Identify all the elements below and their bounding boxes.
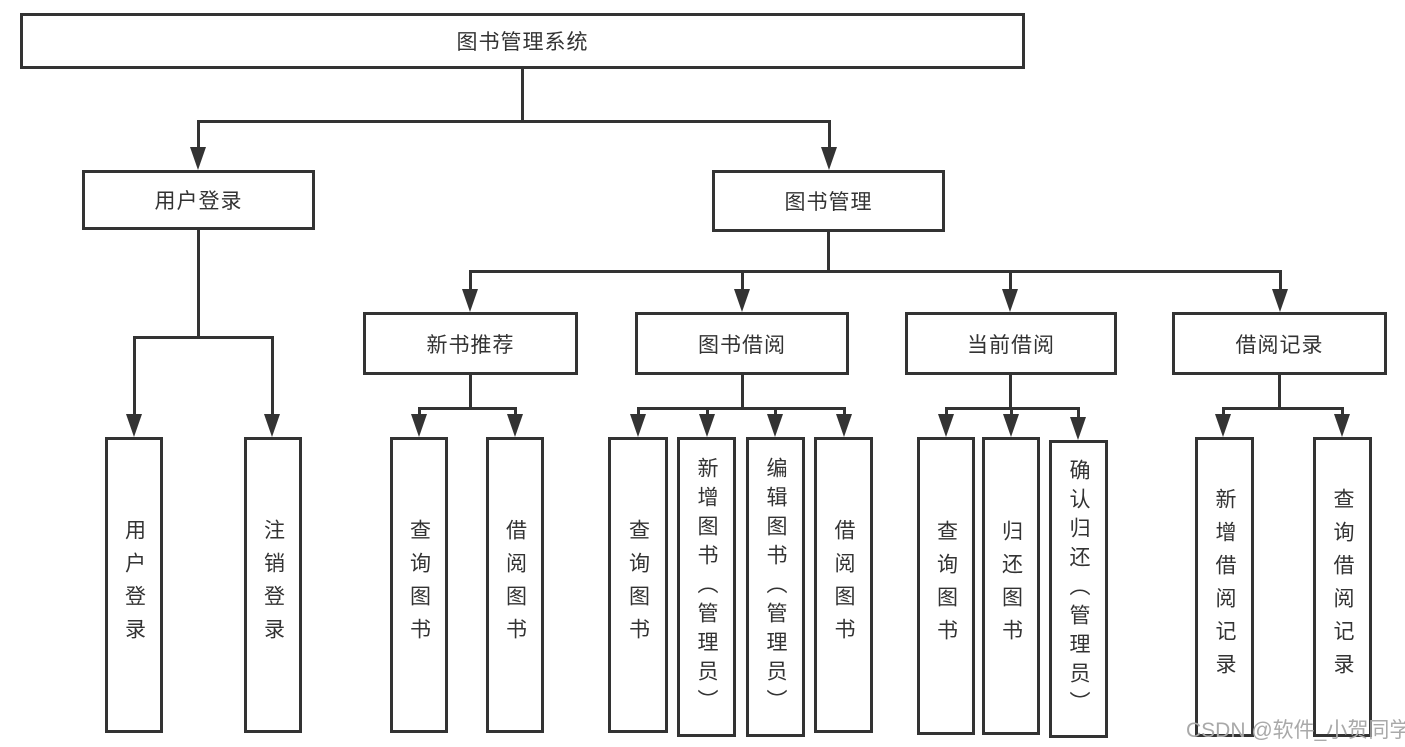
leaf-query-books-recommend: 查询图书 — [390, 437, 448, 733]
connector-line — [197, 120, 831, 123]
connector-line — [741, 375, 744, 407]
connector-line — [1009, 375, 1012, 407]
node-label: 借阅记录 — [1235, 333, 1324, 357]
node-book-management: 图书管理 — [712, 170, 945, 232]
arrow-down-icon — [699, 414, 715, 437]
connector-line — [469, 270, 472, 292]
node-label: 查询图书 — [407, 519, 431, 651]
connector-line — [469, 270, 1282, 273]
leaf-logout: 注销登录 — [244, 437, 302, 733]
node-label: 注销登录 — [261, 519, 285, 651]
connector-line — [1222, 407, 1225, 417]
connector-line — [637, 407, 640, 417]
csdn-watermark: CSDN @软件_小贺同学 — [1186, 719, 1405, 742]
node-label: 借阅图书 — [832, 519, 855, 651]
node-label: 查询图书 — [934, 520, 958, 652]
node-label: 归还图书 — [999, 520, 1023, 652]
connector-line — [828, 120, 831, 150]
connector-line — [197, 230, 200, 336]
arrow-down-icon — [411, 414, 427, 437]
leaf-confirm-return-admin: 确认归还（管理员） — [1049, 440, 1108, 738]
connector-line — [1077, 407, 1080, 417]
connector-line — [271, 336, 274, 415]
leaf-user-login: 用户登录 — [105, 437, 163, 733]
connector-line — [133, 336, 136, 415]
connector-line — [741, 270, 744, 292]
connector-line — [827, 232, 830, 270]
node-label: 查询图书 — [626, 519, 650, 651]
node-new-book-recommend: 新书推荐 — [363, 312, 578, 375]
node-label: 图书管理系统 — [456, 31, 589, 54]
node-borrowing-records: 借阅记录 — [1172, 312, 1387, 375]
connector-line — [774, 407, 777, 417]
arrow-down-icon — [1215, 414, 1231, 437]
node-current-borrowing: 当前借阅 — [905, 312, 1117, 375]
node-label: 新书推荐 — [426, 333, 515, 357]
connector-line — [1222, 407, 1343, 410]
arrow-down-icon — [1070, 417, 1086, 440]
node-label: 图书借阅 — [698, 333, 786, 357]
arrow-down-icon — [734, 289, 750, 312]
leaf-borrow-books: 借阅图书 — [814, 437, 873, 733]
node-label: 用户登录 — [154, 190, 243, 213]
arrow-down-icon — [630, 414, 646, 437]
arrow-down-icon — [264, 414, 280, 437]
connector-line — [945, 407, 948, 417]
leaf-borrow-books-recommend: 借阅图书 — [486, 437, 544, 733]
arrow-down-icon — [1272, 289, 1288, 312]
node-library-management-system: 图书管理系统 — [20, 13, 1025, 69]
arrow-down-icon — [836, 414, 852, 437]
connector-line — [418, 407, 516, 410]
connector-line — [469, 375, 472, 407]
arrow-down-icon — [767, 414, 783, 437]
arrow-down-icon — [1003, 414, 1019, 437]
connector-line — [1278, 375, 1281, 407]
node-label: 用户登录 — [122, 519, 146, 651]
node-label: 查询借阅记录 — [1331, 488, 1354, 686]
leaf-edit-book-admin: 编辑图书（管理员） — [746, 437, 805, 737]
node-label: 新增借阅记录 — [1213, 488, 1236, 686]
connector-line — [706, 407, 709, 417]
node-user-login: 用户登录 — [82, 170, 315, 230]
node-label: 编辑图书（管理员） — [764, 456, 787, 718]
arrow-down-icon — [126, 414, 142, 437]
node-label: 图书管理 — [784, 191, 873, 214]
connector-line — [1279, 270, 1282, 292]
connector-line — [843, 407, 846, 417]
connector-line — [418, 407, 421, 417]
node-book-borrowing: 图书借阅 — [635, 312, 849, 375]
connector-line — [1009, 270, 1012, 292]
arrow-down-icon — [190, 147, 206, 170]
connector-line — [133, 336, 274, 339]
connector-line — [514, 407, 517, 417]
node-label: 当前借阅 — [967, 333, 1055, 357]
node-label: 借阅图书 — [503, 519, 527, 651]
connector-line — [197, 120, 200, 150]
arrow-down-icon — [507, 414, 523, 437]
leaf-query-borrow-record: 查询借阅记录 — [1313, 437, 1372, 737]
connector-line — [1010, 407, 1013, 417]
arrow-down-icon — [821, 147, 837, 170]
arrow-down-icon — [938, 414, 954, 437]
connector-line — [637, 407, 845, 410]
connector-line — [521, 69, 524, 120]
leaf-query-books-borrowing: 查询图书 — [608, 437, 668, 733]
leaf-add-borrow-record: 新增借阅记录 — [1195, 437, 1254, 737]
arrow-down-icon — [462, 289, 478, 312]
node-label: 新增图书（管理员） — [695, 456, 718, 718]
connector-line — [1341, 407, 1344, 417]
arrow-down-icon — [1334, 414, 1350, 437]
leaf-query-books-current: 查询图书 — [917, 437, 975, 735]
leaf-return-books: 归还图书 — [982, 437, 1040, 735]
arrow-down-icon — [1002, 289, 1018, 312]
leaf-add-book-admin: 新增图书（管理员） — [677, 437, 736, 737]
node-label: 确认归还（管理员） — [1067, 458, 1090, 720]
